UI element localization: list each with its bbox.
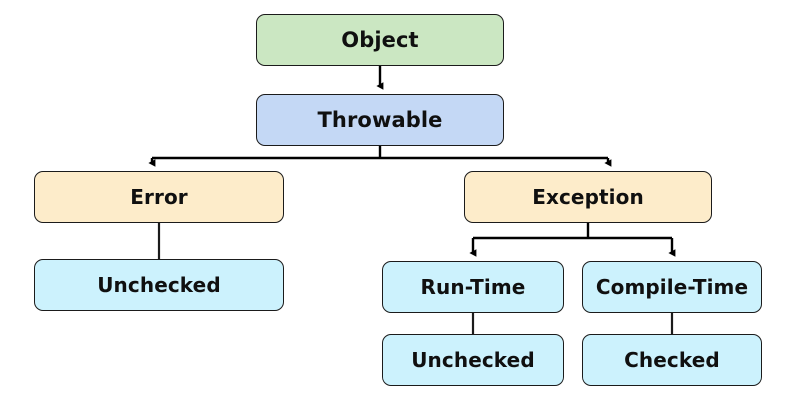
node-run-time[interactable]: Run-Time: [382, 261, 564, 313]
node-compile-time[interactable]: Compile-Time: [582, 261, 762, 313]
edge-exception-bus: [473, 223, 672, 240]
node-runtime-unchecked-label: Unchecked: [411, 348, 535, 372]
edge-throwable-bus: [152, 146, 608, 160]
node-error-label: Error: [130, 185, 188, 209]
node-compiletime-checked[interactable]: Checked: [582, 334, 762, 386]
node-exception-label: Exception: [532, 185, 644, 209]
node-error[interactable]: Error: [34, 171, 284, 223]
node-error-unchecked[interactable]: Unchecked: [34, 259, 284, 311]
node-throwable[interactable]: Throwable: [256, 94, 504, 146]
node-throwable-label: Throwable: [317, 107, 443, 132]
node-run-time-label: Run-Time: [420, 275, 526, 299]
node-object-label: Object: [341, 27, 419, 52]
node-compiletime-checked-label: Checked: [624, 348, 720, 372]
node-error-unchecked-label: Unchecked: [97, 273, 221, 297]
node-object[interactable]: Object: [256, 14, 504, 66]
node-runtime-unchecked[interactable]: Unchecked: [382, 334, 564, 386]
node-exception[interactable]: Exception: [464, 171, 712, 223]
node-compile-time-label: Compile-Time: [595, 275, 749, 299]
